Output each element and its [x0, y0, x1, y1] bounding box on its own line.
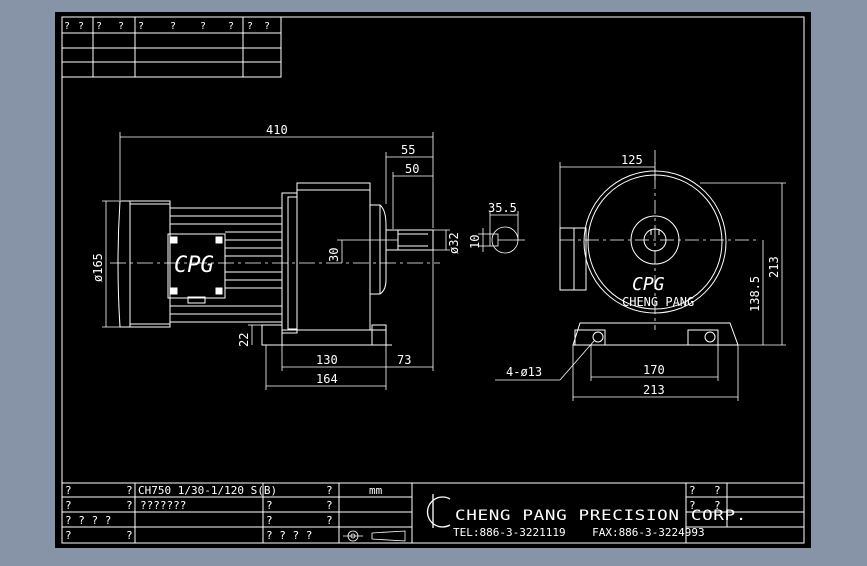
side-dimension-lines [495, 162, 786, 401]
cheng-pang-label: CHENG PANG [622, 295, 694, 309]
rev-cell-10: ? [264, 21, 270, 32]
dim-125: 125 [621, 153, 643, 167]
tb-cell: ? [326, 484, 333, 497]
dim-30: 30 [327, 248, 341, 262]
dim-55: 55 [401, 143, 415, 157]
dim-holes: 4-ø13 [506, 365, 542, 379]
tb-cell: ? [126, 529, 133, 542]
rev-cell-5: ? [138, 21, 144, 32]
tb-cell: ? [126, 484, 133, 497]
dim-shaft-dia: ø32 [447, 232, 461, 254]
rev-cell-4: ? [118, 21, 124, 32]
tb-cell: ? [65, 484, 72, 497]
drawing-border [61, 16, 805, 544]
dim-motor-dia: ø165 [91, 253, 105, 282]
rev-cell-3: ? [96, 21, 102, 32]
side-dimension-texts: 125 213 138.5 170 213 4-ø13 [506, 153, 781, 397]
projection-symbol-icon [343, 530, 406, 542]
front-dimension-texts: 410 55 50 ø165 30 ø32 35.5 10 22 130 73 … [91, 123, 517, 386]
title-block [62, 482, 804, 543]
tb-cell: ? [126, 499, 133, 512]
title-block-texts: ? ? CH750 1/30-1/120 S(B) ? mm ? ? ?????… [65, 484, 721, 542]
dim-138-5: 138.5 [748, 276, 762, 312]
drawing-name: ??????? [140, 499, 186, 512]
tb-cell: ? [689, 499, 696, 512]
company-logo-icon [426, 494, 451, 528]
unit-label: mm [369, 484, 383, 497]
tb-cell: ? [326, 499, 333, 512]
rev-cell-6: ? [170, 21, 176, 32]
dim-22: 22 [237, 333, 251, 347]
company-contact: TEL:886-3-3221119 FAX:886-3-3224993 [453, 526, 705, 539]
cpg-logo-side: CPG [632, 274, 665, 295]
front-view [117, 182, 434, 346]
rev-cell-7: ? [200, 21, 206, 32]
tb-cell: ? [714, 499, 721, 512]
dim-50: 50 [405, 162, 419, 176]
dim-73: 73 [397, 353, 411, 367]
tb-cell: ? [266, 514, 273, 527]
dim-130: 130 [316, 353, 338, 367]
tb-cell: ? [266, 499, 273, 512]
rev-cell-8: ? [228, 21, 234, 32]
rev-cell-9: ? [247, 21, 253, 32]
key-detail [478, 211, 525, 254]
cpg-logo-front: CPG [174, 253, 214, 278]
revision-table-header: ? ? ? ? ? ? ? ? ? ? [64, 21, 270, 32]
tb-cell: ? ? ? ? [65, 514, 111, 527]
rev-cell-2: ? [78, 21, 84, 32]
dim-410: 410 [266, 123, 288, 137]
company-name: CHENG PANG PRECISION CORP. [455, 508, 747, 524]
dim-213-vertical: 213 [767, 256, 781, 278]
revision-table [61, 16, 282, 78]
terminal-box [167, 233, 226, 299]
dim-164: 164 [316, 372, 338, 386]
rev-cell-1: ? [64, 21, 70, 32]
dim-170: 170 [643, 363, 665, 377]
tb-cell: ? [65, 499, 72, 512]
tb-cell: ? [65, 529, 72, 542]
tb-cell: ? [714, 484, 721, 497]
tb-cell: ? ? ? ? [266, 529, 312, 542]
front-dimension-lines [102, 132, 450, 390]
tb-cell: ? [689, 484, 696, 497]
dim-213-horizontal: 213 [643, 383, 665, 397]
dim-10: 10 [468, 235, 482, 249]
tb-cell: ? [326, 514, 333, 527]
dim-35-5: 35.5 [488, 201, 517, 215]
model-number: CH750 1/30-1/120 S(B) [138, 484, 277, 497]
